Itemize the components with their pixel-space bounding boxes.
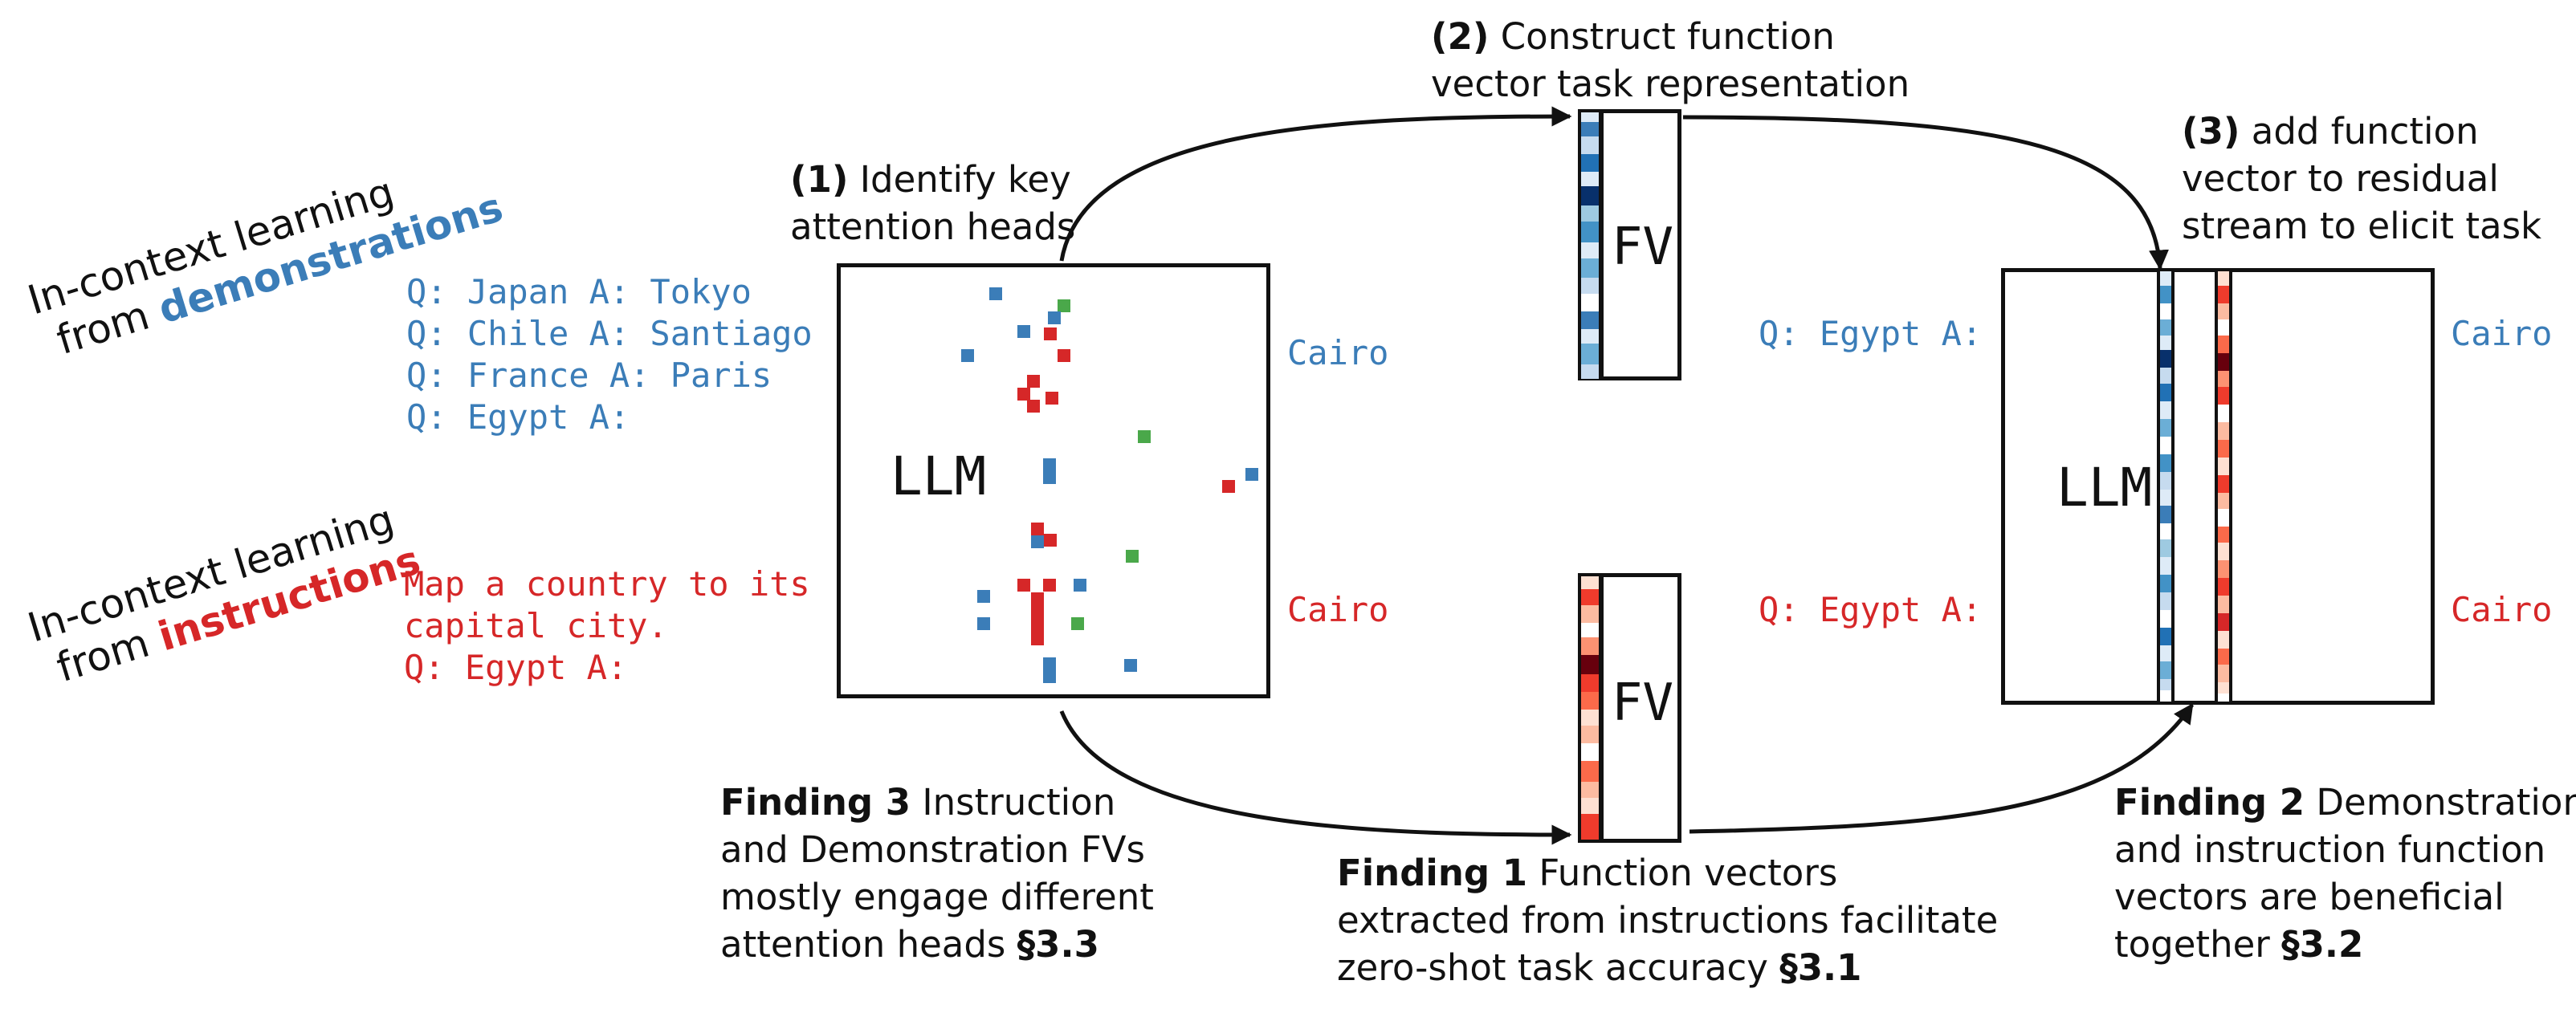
finding2-ref: §3.2 bbox=[2281, 923, 2364, 966]
finding3-line4: attention heads bbox=[720, 923, 1017, 966]
llm-right-query-instr: Q: Egypt A: bbox=[1759, 590, 1983, 629]
shared-attention-head bbox=[1126, 550, 1139, 563]
instr-fv-label: FV bbox=[1612, 673, 1674, 733]
demo-attention-head bbox=[1031, 535, 1044, 548]
finding2-line4: together bbox=[2114, 923, 2282, 966]
instr-attention-head bbox=[1031, 523, 1044, 535]
instr-attention-head bbox=[1058, 349, 1070, 362]
finding1-title: Finding 1 bbox=[1337, 852, 1528, 894]
residual-instr-fv-strip bbox=[2215, 268, 2232, 705]
step2-line1: Construct function bbox=[1489, 15, 1835, 58]
shared-attention-head bbox=[1138, 430, 1151, 443]
finding2-title: Finding 2 bbox=[2114, 781, 2305, 824]
instr-prompt: Map a country to its capital city. Q: Eg… bbox=[404, 563, 810, 689]
step2-annotation: (2) Construct function vector task repre… bbox=[1431, 13, 1910, 108]
instr-attention-head bbox=[1017, 579, 1030, 592]
demo-attention-head bbox=[1048, 311, 1061, 324]
residual-demo-fv-strip bbox=[2157, 268, 2175, 705]
instr-fv-box: FV bbox=[1600, 573, 1681, 843]
step3-line1: add function bbox=[2240, 110, 2479, 153]
finding3-line3: mostly engage different bbox=[720, 876, 1154, 918]
step1-line1: Identify key bbox=[848, 158, 1071, 201]
instr-prompt-line: Map a country to its bbox=[404, 564, 810, 604]
demo-prompt-line: Q: France A: Paris bbox=[406, 356, 772, 395]
step1-number: (1) bbox=[790, 158, 849, 201]
shared-attention-head bbox=[1058, 299, 1070, 312]
demo-attention-head bbox=[989, 287, 1002, 300]
demo-fv-label: FV bbox=[1612, 218, 1674, 277]
instr-attention-head bbox=[1044, 534, 1057, 547]
demo-fv-strip bbox=[1578, 109, 1602, 380]
step2-number: (2) bbox=[1431, 15, 1490, 58]
finding2-line2: and instruction function bbox=[2114, 828, 2546, 871]
llm-label-right: LLM bbox=[2056, 457, 2153, 519]
demo-attention-head bbox=[1043, 458, 1056, 484]
instr-fv-strip bbox=[1578, 573, 1602, 843]
llm-box-left: LLM bbox=[837, 263, 1270, 698]
arrow-bottom-fv-to-llm bbox=[1689, 702, 2195, 834]
instr-prompt-line: capital city. bbox=[404, 606, 668, 645]
demo-prompt-line: Q: Egypt A: bbox=[406, 397, 630, 437]
finding3-annotation: Finding 3 Instruction and Demonstration … bbox=[720, 779, 1154, 968]
demo-prompt-line: Q: Chile A: Santiago bbox=[406, 314, 813, 353]
shared-attention-head bbox=[1071, 617, 1084, 630]
arrow-to-bottom-fv bbox=[1059, 710, 1572, 845]
instr-attention-head bbox=[1043, 579, 1056, 592]
instr-attention-head bbox=[1017, 388, 1030, 401]
demo-prompt-line: Q: Japan A: Tokyo bbox=[406, 272, 752, 311]
finding3-title: Finding 3 bbox=[720, 781, 911, 824]
demo-attention-head bbox=[1124, 659, 1137, 672]
step1-line2: attention heads bbox=[790, 205, 1076, 248]
finding1-ref: §3.1 bbox=[1779, 946, 1862, 989]
arrow-to-top-fv bbox=[1059, 106, 1572, 262]
instr-attention-head bbox=[1031, 607, 1044, 645]
step3-line3: stream to elicit task bbox=[2182, 205, 2542, 247]
llm-left-output-instr: Cairo bbox=[1287, 590, 1389, 629]
demo-attention-head bbox=[1043, 657, 1056, 683]
demo-attention-head bbox=[977, 617, 990, 630]
llm-right-output-instr: Cairo bbox=[2451, 590, 2553, 629]
instr-attention-head bbox=[1044, 327, 1057, 340]
instr-attention-head bbox=[1027, 400, 1040, 413]
llm-left-output-demo: Cairo bbox=[1287, 333, 1389, 372]
finding1-line1: Function vectors bbox=[1527, 852, 1838, 894]
step3-annotation: (3) add function vector to residual stre… bbox=[2182, 108, 2541, 250]
demo-attention-head bbox=[1017, 325, 1030, 338]
instr-attention-head bbox=[1222, 480, 1235, 493]
demo-fv-box: FV bbox=[1600, 109, 1681, 380]
instr-attention-head bbox=[1045, 392, 1058, 405]
step1-annotation: (1) Identify key attention heads bbox=[790, 156, 1075, 250]
step2-line2: vector task representation bbox=[1431, 63, 1910, 105]
finding2-annotation: Finding 2 Demonstration and instruction … bbox=[2114, 779, 2576, 968]
instr-attention-head bbox=[1027, 375, 1040, 388]
finding3-line2: and Demonstration FVs bbox=[720, 828, 1145, 871]
instr-prompt-line: Q: Egypt A: bbox=[404, 648, 628, 687]
demo-prompt: Q: Japan A: Tokyo Q: Chile A: Santiago Q… bbox=[406, 271, 813, 438]
finding1-line2: extracted from instructions facilitate bbox=[1337, 899, 1999, 942]
finding3-line1: Instruction bbox=[911, 781, 1116, 824]
finding2-line1: Demonstration bbox=[2305, 781, 2576, 824]
demo-attention-head bbox=[961, 349, 974, 362]
llm-right-query-demo: Q: Egypt A: bbox=[1759, 314, 1983, 353]
step3-number: (3) bbox=[2182, 110, 2240, 153]
finding1-line3: zero-shot task accuracy bbox=[1337, 946, 1780, 989]
finding3-ref: §3.3 bbox=[1017, 923, 1099, 966]
demo-attention-head bbox=[977, 590, 990, 603]
instr-attention-head bbox=[1031, 592, 1044, 607]
arrow-top-fv-to-llm bbox=[1682, 115, 2169, 271]
llm-label-left: LLM bbox=[891, 445, 987, 507]
llm-right-output-demo: Cairo bbox=[2451, 314, 2553, 353]
demo-attention-head bbox=[1074, 579, 1086, 592]
demo-attention-head bbox=[1245, 468, 1258, 481]
finding2-line3: vectors are beneficial bbox=[2114, 876, 2505, 918]
finding1-annotation: Finding 1 Function vectors extracted fro… bbox=[1337, 849, 1998, 991]
step3-line2: vector to residual bbox=[2182, 157, 2499, 200]
